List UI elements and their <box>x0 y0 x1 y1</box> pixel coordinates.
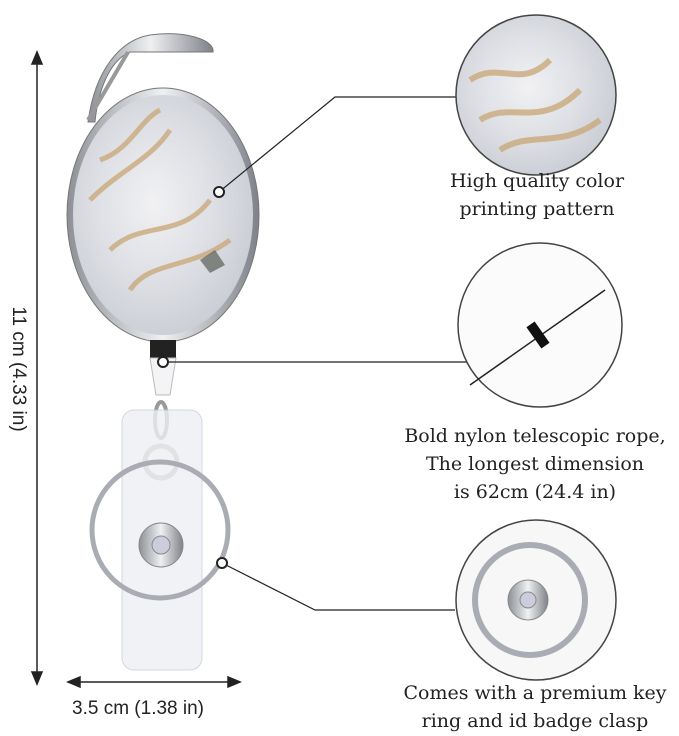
callout-rope-text: Bold nylon telescopic rope, The longest … <box>380 422 679 506</box>
detail-circle-rope <box>457 242 623 408</box>
detail-circle-pattern <box>455 14 617 176</box>
height-arrow <box>30 50 44 686</box>
callout-clasp-text: Comes with a premium key ring and id bad… <box>385 679 679 735</box>
caption-line: is 62cm (24.4 in) <box>453 481 617 503</box>
width-arrow <box>66 675 242 689</box>
caption-line: Comes with a premium key <box>403 682 667 704</box>
detail-circle-clasp <box>455 519 617 681</box>
callout-dot <box>157 356 169 368</box>
caption-line: ring and id badge clasp <box>421 710 649 732</box>
caption-line: High quality color <box>449 170 625 192</box>
height-label: 11 cm (4.33 in) <box>8 306 29 432</box>
callout-pattern-text: High quality color printing pattern <box>407 167 667 223</box>
leader-lines <box>163 96 468 611</box>
callout-dot <box>213 186 225 198</box>
caption-line: Bold nylon telescopic rope, <box>404 425 666 447</box>
caption-line: The longest dimension <box>425 453 645 475</box>
callout-dot <box>216 557 228 569</box>
width-label: 3.5 cm (1.38 in) <box>72 698 204 719</box>
badge-reel <box>66 33 260 671</box>
caption-line: printing pattern <box>459 198 615 220</box>
